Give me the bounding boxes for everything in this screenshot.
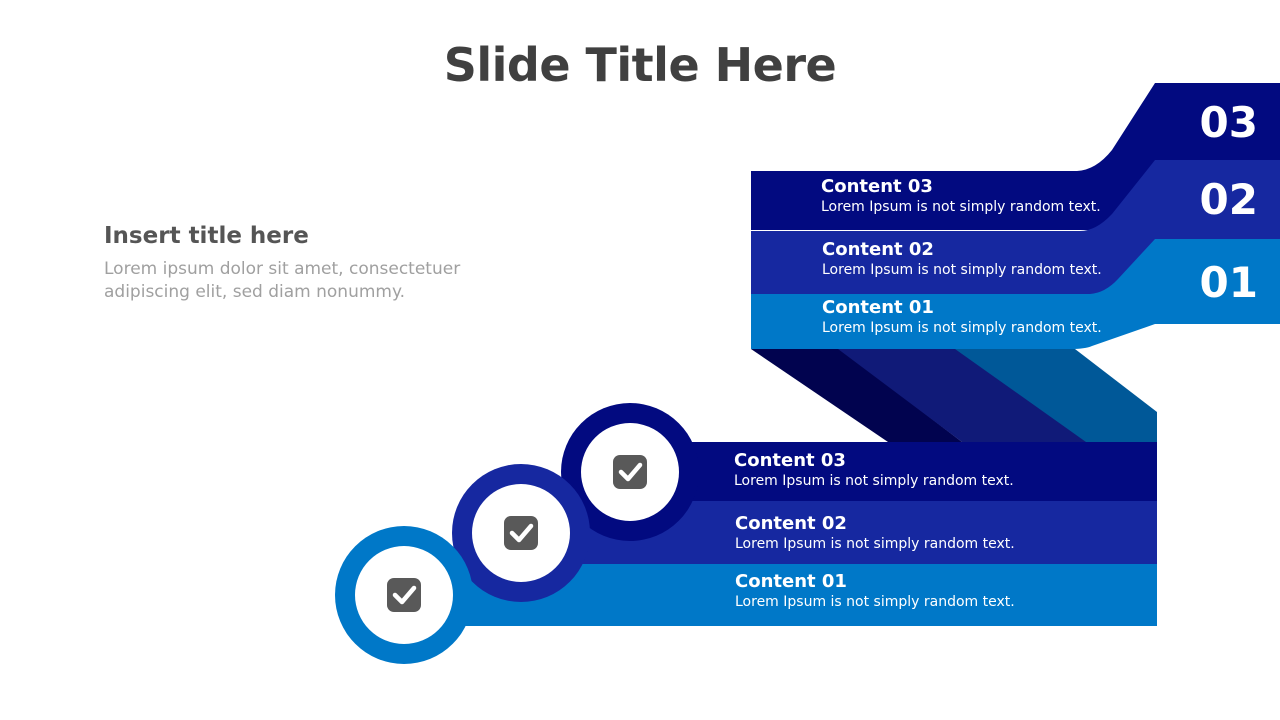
ribbon-item-02: Content 02 Lorem Ipsum is not simply ran…	[822, 239, 1102, 279]
ribbon-item-text: Lorem Ipsum is not simply random text.	[822, 320, 1102, 336]
ribbon-item-01: Content 01 Lorem Ipsum is not simply ran…	[822, 297, 1102, 337]
connector-light	[955, 349, 1157, 442]
connector-mid	[838, 349, 1088, 442]
step-item-heading: Content 01	[735, 571, 847, 592]
ribbon-number-01: 01	[1199, 258, 1258, 307]
ribbon-item-heading: Content 02	[822, 239, 934, 260]
ribbon-item-03: Content 03 Lorem Ipsum is not simply ran…	[821, 176, 1101, 216]
slide-title: Slide Title Here	[443, 38, 837, 92]
ribbon-item-heading: Content 01	[822, 297, 934, 318]
check-icon	[613, 455, 647, 489]
step-item-02: Content 02 Lorem Ipsum is not simply ran…	[735, 513, 1015, 553]
check-icon	[387, 578, 421, 612]
step-bar-03	[640, 442, 1157, 501]
check-icon	[504, 516, 538, 550]
ribbon-item-text: Lorem Ipsum is not simply random text.	[821, 199, 1101, 215]
ribbon-number-03: 03	[1199, 98, 1258, 147]
ribbon-number-02: 02	[1199, 175, 1258, 224]
connector-dark	[751, 349, 962, 442]
step-item-01: Content 01 Lorem Ipsum is not simply ran…	[735, 571, 1015, 611]
intro-body: Lorem ipsum dolor sit amet, consectetuer…	[104, 259, 461, 302]
step-item-text: Lorem Ipsum is not simply random text.	[735, 594, 1015, 610]
step-item-text: Lorem Ipsum is not simply random text.	[734, 473, 1014, 489]
step-item-heading: Content 03	[734, 450, 846, 471]
ribbon-item-heading: Content 03	[821, 176, 933, 197]
step-item-text: Lorem Ipsum is not simply random text.	[735, 536, 1015, 552]
ribbon-item-text: Lorem Ipsum is not simply random text.	[822, 262, 1102, 278]
step-item-03: Content 03 Lorem Ipsum is not simply ran…	[734, 450, 1014, 490]
step-item-heading: Content 02	[735, 513, 847, 534]
ribbon-band-01	[751, 239, 1280, 349]
intro-heading: Insert title here	[104, 223, 309, 249]
